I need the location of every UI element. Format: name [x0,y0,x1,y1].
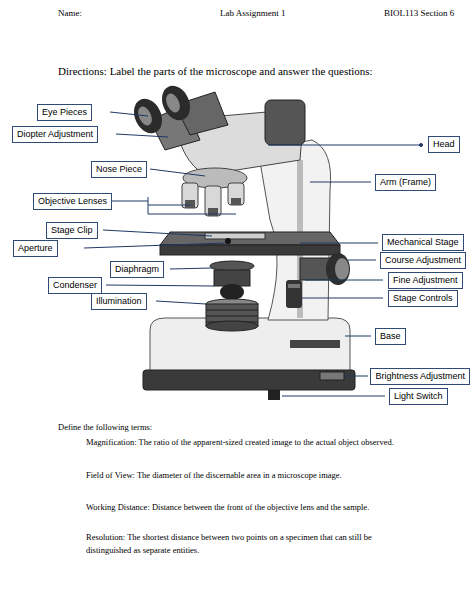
part-name: Condenser [53,280,97,290]
part-name: Diaphragm [115,264,159,274]
label-box: Course Adjustment [380,252,466,269]
part-name: Stage Controls [393,293,453,303]
part-name: Nose Piece [96,164,142,174]
part-name: Stage Clip [51,225,93,235]
part-name: Mechanical Stage [387,237,459,247]
label-box: Arm (Frame) [375,174,436,191]
label-box: Objective Lenses [33,193,112,210]
part-name: Fine Adjustment [393,275,458,285]
label-box: Illumination [91,293,147,310]
definition-text: Field of View: The diameter of the disce… [86,469,342,482]
part-name: Aperture [18,243,53,253]
definition-text: Working Distance: Distance between the f… [86,501,369,514]
instruction-text: Define the following terms: [58,421,152,434]
part-name: Eye Pieces [42,107,87,117]
label-box: Fine Adjustment [388,272,463,289]
label-box: Condenser [48,277,102,294]
label-box: Stage Clip [46,222,98,239]
header-text: Name: [58,7,82,20]
part-name: Objective Lenses [38,196,107,206]
part-name: Light Switch [394,391,443,401]
label-box: Mechanical Stage [382,234,464,251]
label-box: Base [375,328,406,345]
part-name: Diopter Adjustment [17,129,93,139]
label-box: Aperture [13,240,58,257]
part-name: Illumination [96,296,142,306]
label-box: Light Switch [389,388,448,405]
label-box: Nose Piece [91,161,147,178]
label-box: Diaphragm [110,261,164,278]
label-box: Head [428,136,460,153]
definition-text: Resolution: The shortest distance betwee… [86,531,416,556]
part-name: Arm (Frame) [380,177,431,187]
label-box: Diopter Adjustment [12,126,98,143]
definition-text: Magnification: The ratio of the apparent… [86,436,394,449]
label-box: Stage Controls [388,290,458,307]
part-name: Base [380,331,401,341]
instruction-text: Directions: Label the parts of the micro… [58,64,373,79]
part-name: Brightness Adjustment [375,371,465,381]
header-text: Lab Assignment 1 [220,7,286,20]
label-box: Eye Pieces [37,104,92,121]
header-text: BIOL113 Section 6 [384,7,454,20]
part-name: Course Adjustment [385,255,461,265]
label-box: Brightness Adjustment [370,368,470,385]
part-name: Head [433,139,455,149]
